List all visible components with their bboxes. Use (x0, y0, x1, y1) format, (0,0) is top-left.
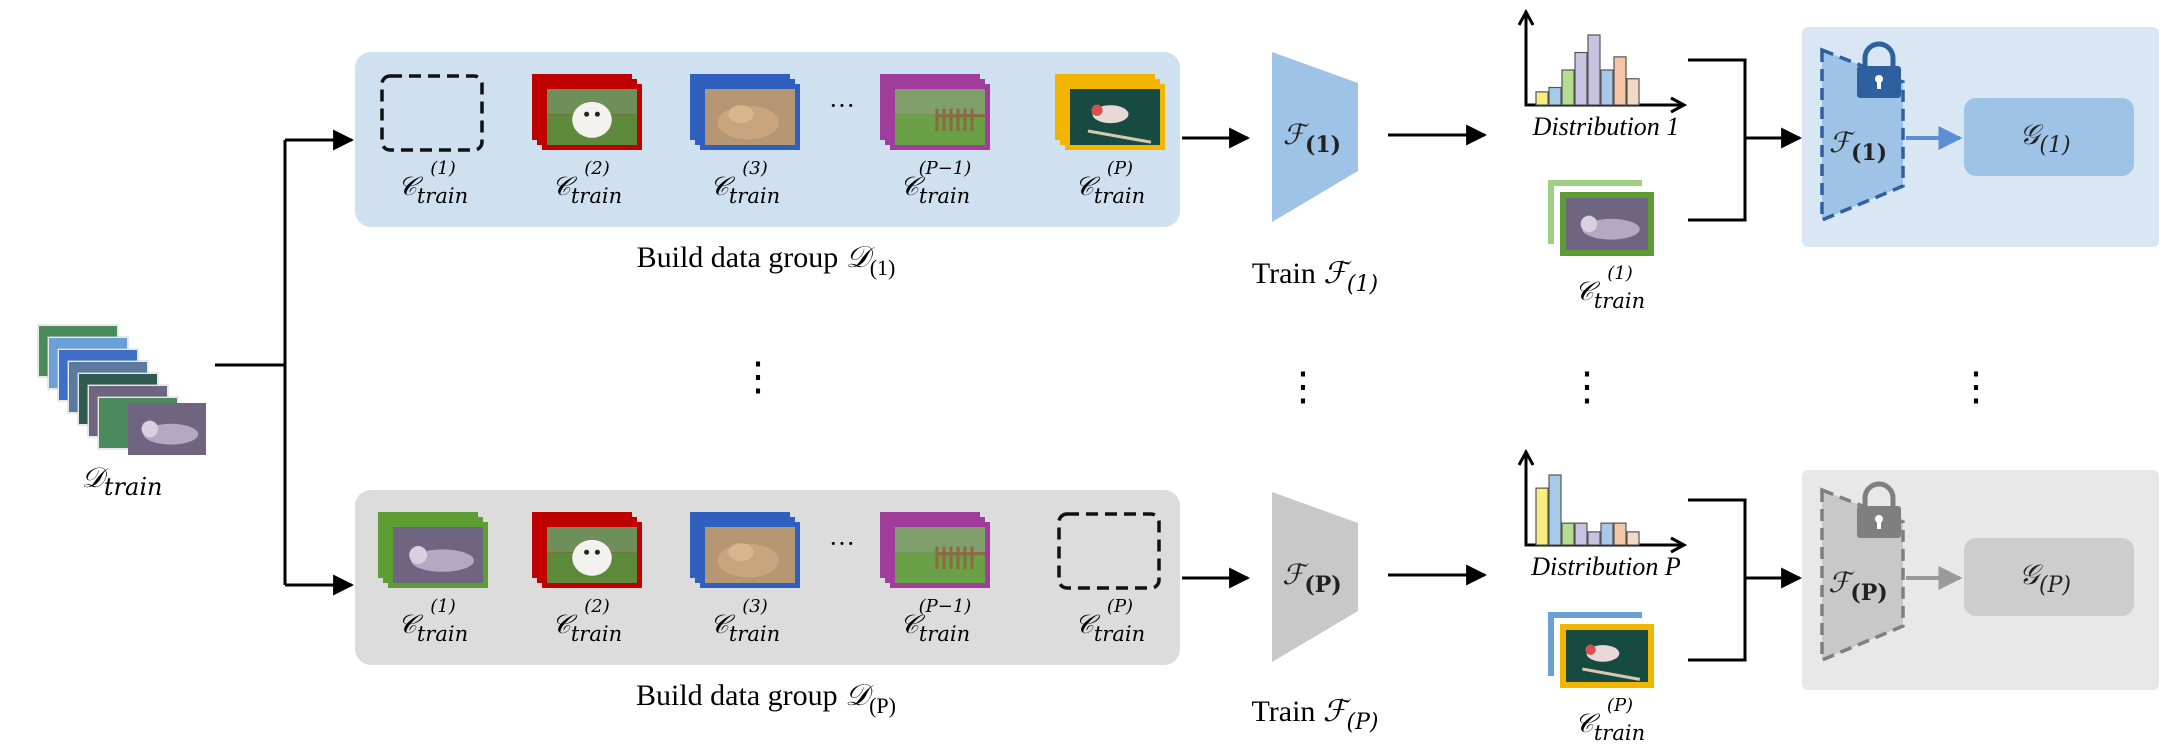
cell-superscript: (3) (742, 158, 768, 179)
model-trapezoid (1272, 52, 1358, 222)
inline-ellipsis: ··· (829, 91, 855, 120)
bird-photo (1070, 89, 1160, 145)
calibration-cell: 𝒞train(P−1) (880, 74, 990, 208)
model-trapezoid (1272, 492, 1358, 662)
histogram-bar (1535, 487, 1549, 546)
vertical-ellipsis: ⋮ (738, 354, 778, 399)
cell-superscript: (1) (430, 158, 456, 179)
head-label: 𝒢(P) (2019, 558, 2071, 598)
histogram-bar (1535, 91, 1549, 106)
calibration-cell: 𝒞train(3) (690, 512, 800, 646)
group-row-P: 𝒞train(1)𝒞train(2)𝒞train(3)𝒞train(P−1)𝒞t… (355, 448, 2159, 745)
merge-bracket (1688, 58, 1747, 222)
calibration-set (1548, 180, 1654, 256)
distribution-label: Distribution 1 (1532, 112, 1680, 141)
lion-photo (705, 527, 795, 583)
cell-superscript: (2) (584, 158, 610, 179)
fence-photo (895, 89, 985, 145)
lock-icon (1857, 41, 1901, 98)
train-caption: Train ℱ(1) (1252, 256, 1378, 297)
lion-photo (705, 89, 795, 145)
merge-bracket (1688, 498, 1747, 662)
histogram-bar (1574, 51, 1588, 106)
histogram-bar (1600, 69, 1614, 106)
cell-superscript: (P−1) (919, 158, 972, 179)
head-label: 𝒢(1) (2019, 118, 2070, 158)
model-label: ℱ(1) (1283, 118, 1341, 158)
cell-superscript: (P) (1107, 158, 1133, 179)
cell-superscript: (3) (742, 596, 768, 617)
calibration-cell: 𝒞train(P−1) (880, 512, 990, 646)
calibration-cell: 𝒞train(P) (1055, 74, 1165, 208)
head-box (1964, 538, 2134, 616)
calibration-cell: 𝒞train(1) (380, 74, 484, 208)
cell-label: 𝒞train (710, 610, 780, 646)
vertical-ellipses: ⋮ ⋮ ⋮ ⋮ (738, 354, 1996, 409)
histogram-bar (1561, 522, 1575, 546)
cat-photo (1566, 198, 1648, 250)
group-row-1: 𝒞train(1)𝒞train(2)𝒞train(3)𝒞train(P−1)𝒞t… (355, 8, 2159, 313)
cat-photo (393, 527, 483, 583)
histogram-bar (1613, 522, 1627, 546)
dog-photo (547, 89, 637, 145)
vertical-ellipsis: ⋮ (1956, 364, 1996, 409)
inline-ellipsis: ··· (829, 529, 855, 558)
source-label: 𝒟train (82, 461, 163, 501)
cell-superscript: (2) (584, 596, 610, 617)
cell-superscript: (1) (1607, 263, 1633, 284)
empty-placeholder (1057, 512, 1161, 590)
fence-photo (895, 527, 985, 583)
histogram-bar (1574, 522, 1588, 546)
cat-photo (128, 403, 206, 455)
bird-photo (1566, 630, 1648, 682)
histogram-bar (1600, 522, 1614, 546)
cell-superscript: (P−1) (919, 596, 972, 617)
cell-superscript: (1) (430, 596, 456, 617)
histogram-bar (1561, 69, 1575, 106)
distribution-histogram (1517, 8, 1688, 114)
histogram-bar (1626, 531, 1640, 546)
cell-label: 𝒞train (1575, 709, 1645, 745)
distribution-label: Distribution P (1530, 552, 1681, 581)
empty-placeholder (380, 74, 484, 152)
calibration-cell: 𝒞train(3) (690, 74, 800, 208)
dog-photo (547, 527, 637, 583)
vertical-ellipsis: ⋮ (1567, 364, 1607, 409)
distribution-histogram (1517, 448, 1688, 554)
histogram-bar (1587, 34, 1601, 106)
calibration-cell: 𝒞train(2) (532, 512, 642, 646)
cell-label: 𝒞train (398, 172, 468, 208)
lock-icon (1857, 481, 1901, 538)
frozen-model-label: ℱ(P) (1828, 566, 1887, 606)
histogram-bar (1626, 78, 1640, 106)
calibration-cell: 𝒞train(1) (378, 512, 488, 646)
source-connectors (215, 129, 355, 596)
calibration-cell: 𝒞train(P) (1057, 512, 1161, 646)
cell-label: 𝒞train (398, 610, 468, 646)
cell-superscript: (P) (1607, 695, 1633, 716)
histogram-bar (1613, 56, 1627, 106)
vertical-ellipsis: ⋮ (1283, 364, 1323, 409)
train-caption: Train ℱ(P) (1252, 694, 1379, 735)
dataset-source: 𝒟train (37, 324, 206, 501)
model-label: ℱ(P) (1282, 558, 1341, 598)
cell-superscript: (P) (1107, 596, 1133, 617)
calibration-set (1548, 612, 1654, 688)
cell-label: 𝒞train (1075, 610, 1145, 646)
histogram-bar (1548, 474, 1562, 546)
group-caption: Build data group 𝒟(P) (636, 678, 896, 718)
histogram-bar (1548, 86, 1562, 106)
head-box (1964, 98, 2134, 176)
histogram-bar (1587, 531, 1601, 546)
calibration-cell: 𝒞train(2) (532, 74, 642, 208)
cell-label: 𝒞train (900, 610, 970, 646)
group-caption: Build data group 𝒟(1) (637, 240, 896, 280)
